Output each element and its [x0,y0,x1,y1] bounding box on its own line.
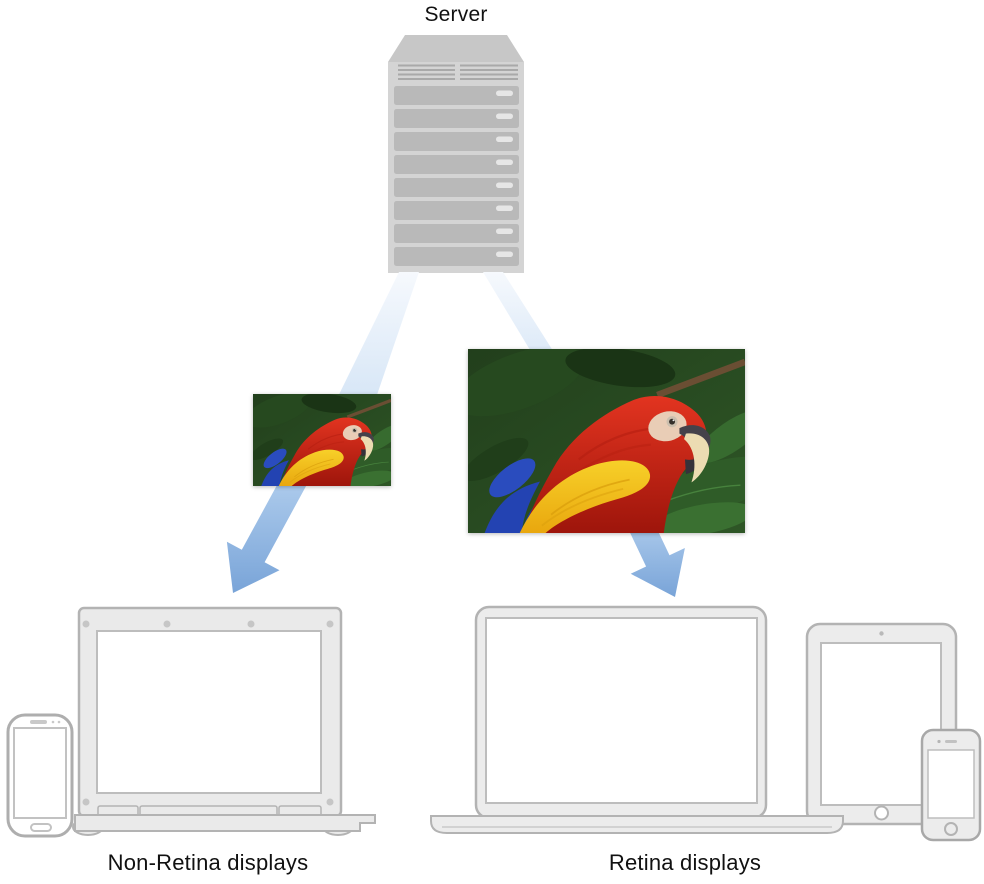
laptop-base [74,814,376,832]
server-rack-icon [388,35,524,273]
phone-screen [927,749,975,819]
server-lid [388,35,524,62]
tablet-home-button [874,805,889,821]
bezel-screws [82,620,334,806]
parrot-photo-2x [468,349,745,533]
laptop-hinge [97,805,322,817]
laptop-icon-non-retina [72,606,376,836]
server-drive-bays [394,86,519,266]
phone-sensor-dot [51,720,55,724]
non-retina-group-label: Non-Retina displays [107,850,309,875]
phone-speaker [945,740,957,743]
server-vents [398,64,518,80]
smartphone-icon-non-retina [6,713,74,838]
laptop-screen [485,617,758,804]
phone-screen [13,727,67,819]
phone-home-button [30,823,52,832]
smartphone-icon-retina [920,728,982,842]
phone-home-button [944,822,958,836]
phone-camera-dot [57,720,61,724]
parrot-photo-standard [253,394,391,486]
laptop-icon-retina [430,605,844,834]
phone-speaker [30,720,47,724]
arrow-to-non-retina [226,463,312,593]
tablet-camera-dot [879,631,884,636]
server-label: Server [424,3,488,26]
laptop-screen [96,630,322,794]
phone-camera-dot [937,739,941,744]
laptop-base [430,815,844,834]
retina-group-label: Retina displays [608,850,762,875]
